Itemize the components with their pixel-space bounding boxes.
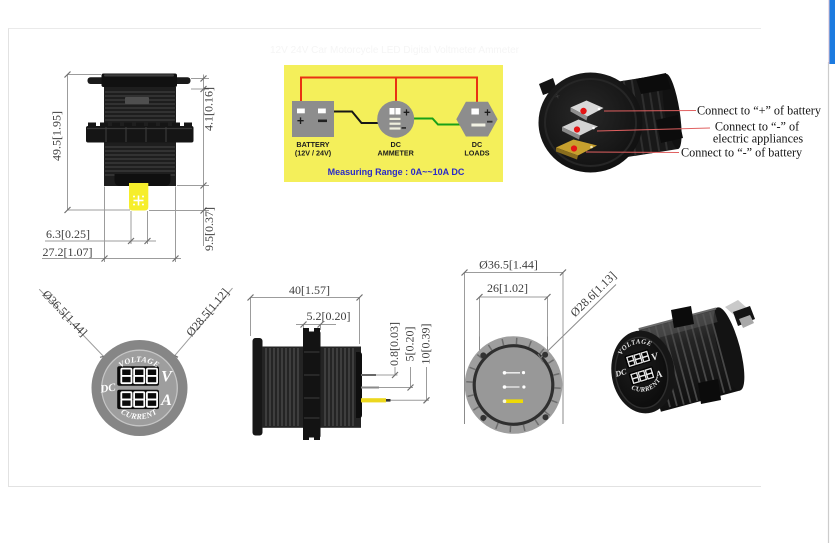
svg-text:BATTERY: BATTERY	[296, 140, 329, 149]
svg-text:Ø36.5[1.44]: Ø36.5[1.44]	[479, 258, 538, 272]
svg-text:26[1.02]: 26[1.02]	[487, 281, 528, 295]
svg-text:4.1[0.16]: 4.1[0.16]	[202, 87, 216, 131]
svg-text:DC: DC	[391, 140, 401, 149]
svg-text:DC: DC	[472, 140, 482, 149]
svg-text:12V 24V Car Motorcycle LED Dig: 12V 24V Car Motorcycle LED Digital Voltm…	[270, 45, 520, 56]
svg-text:10[0.39]: 10[0.39]	[419, 324, 433, 365]
svg-text:Connect to “-” of battery: Connect to “-” of battery	[681, 146, 803, 160]
svg-text:electric appliances: electric appliances	[713, 132, 804, 146]
svg-text:0.8[0.03]: 0.8[0.03]	[387, 322, 401, 366]
svg-text:A: A	[653, 368, 664, 381]
svg-text:V: V	[650, 351, 661, 364]
svg-text:40[1.57]: 40[1.57]	[289, 283, 330, 297]
svg-text:+: +	[484, 108, 491, 120]
svg-text:Connect to “-” of: Connect to “-” of	[715, 120, 800, 134]
svg-text:VOLTAGE: VOLTAGE	[117, 355, 161, 370]
svg-text:+: +	[403, 108, 410, 120]
svg-text:V: V	[161, 369, 173, 386]
svg-text:5[0.20]: 5[0.20]	[403, 327, 417, 362]
svg-text:5.2[0.20]: 5.2[0.20]	[307, 309, 351, 323]
svg-text:Measuring Range : 0A~~10A DC: Measuring Range : 0A~~10A DC	[328, 167, 465, 177]
svg-text:49.5[1.95]: 49.5[1.95]	[50, 111, 64, 161]
svg-text:CURRENT: CURRENT	[119, 407, 159, 422]
svg-text:LOADS: LOADS	[464, 149, 489, 158]
svg-text:9.5[0.37]: 9.5[0.37]	[202, 207, 216, 251]
svg-text:(12V / 24V): (12V / 24V)	[295, 149, 332, 158]
svg-text:DC: DC	[99, 381, 117, 395]
svg-text:A: A	[160, 392, 172, 409]
svg-text:6.3[0.25]: 6.3[0.25]	[46, 227, 90, 241]
svg-text:AMMETER: AMMETER	[378, 149, 415, 158]
svg-text:DC: DC	[613, 367, 628, 379]
svg-text:27.2[1.07]: 27.2[1.07]	[43, 245, 93, 259]
svg-text:+: +	[553, 91, 561, 102]
svg-text:Connect to “+” of battery: Connect to “+” of battery	[697, 104, 822, 118]
svg-text:+: +	[297, 114, 304, 128]
